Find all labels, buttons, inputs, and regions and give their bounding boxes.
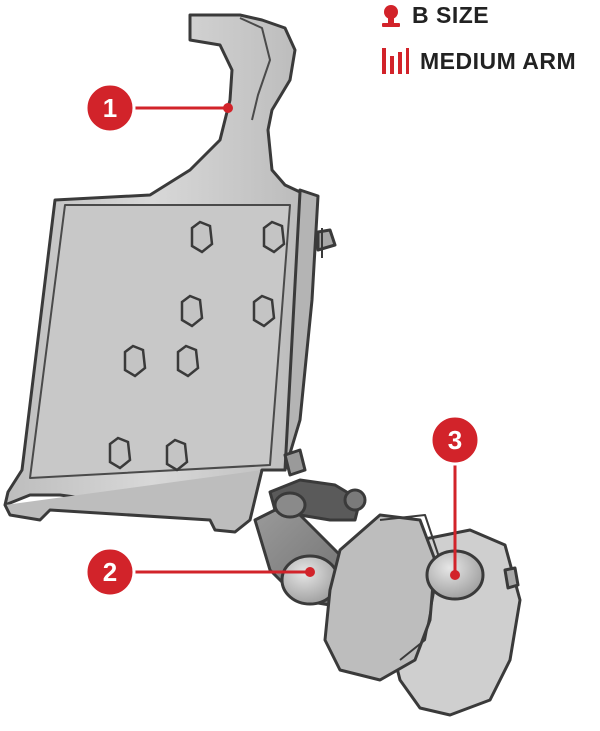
holder-cradle	[3, 13, 337, 534]
callout-2: 2	[84, 546, 315, 598]
holder-hex-bosses	[108, 220, 286, 472]
callout-1: 1	[84, 82, 233, 134]
legend-size-label: B SIZE	[412, 2, 490, 28]
arm-length-icon	[382, 48, 409, 74]
callout-1-number: 1	[103, 93, 117, 123]
legend-arm: MEDIUM ARM	[380, 46, 576, 76]
callout-3-number: 3	[448, 425, 462, 455]
legend-size: B SIZE	[380, 2, 489, 29]
double-socket-arm	[253, 448, 367, 607]
callout-2-number: 2	[103, 557, 117, 587]
ball-icon	[382, 4, 400, 27]
legend-arm-label: MEDIUM ARM	[420, 47, 577, 74]
callout-3: 3	[429, 414, 481, 580]
suction-cup-base	[323, 513, 522, 717]
